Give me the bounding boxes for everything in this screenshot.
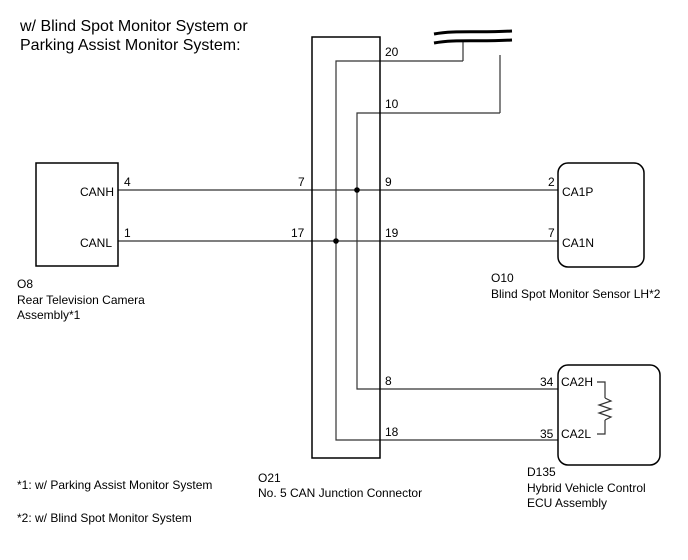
d135-name-line2: ECU Assembly <box>527 496 607 510</box>
junction-dot-canl <box>333 238 339 244</box>
d135-component-box <box>557 364 661 466</box>
o21-pin-9: 9 <box>385 175 392 189</box>
d135-pin-ca2l-label: CA2L <box>561 427 591 441</box>
o8-code: O8 <box>17 277 33 291</box>
o21-connector-box <box>311 36 381 459</box>
o8-name-line2: Assembly*1 <box>17 308 81 322</box>
d135-name-line1: Hybrid Vehicle Control <box>527 481 646 495</box>
junction-dot-canh <box>354 187 360 193</box>
wires <box>118 42 558 441</box>
diagram-title-line2: Parking Assist Monitor System: <box>20 37 241 54</box>
o10-code: O10 <box>491 271 514 285</box>
o21-pin-20: 20 <box>385 45 399 59</box>
footnote-2: *2: w/ Blind Spot Monitor System <box>17 511 192 525</box>
o8-component-box <box>35 162 119 267</box>
o10-pin-7-number: 7 <box>548 226 555 240</box>
footnote-1: *1: w/ Parking Assist Monitor System <box>17 478 212 492</box>
wire-continuation-symbol <box>433 29 513 45</box>
o21-pin-8: 8 <box>385 374 392 388</box>
o21-pin-19: 19 <box>385 226 399 240</box>
d135-pin-ca2h-label: CA2H <box>561 375 593 389</box>
o21-pin-10: 10 <box>385 97 399 111</box>
o21-pin-18: 18 <box>385 425 399 439</box>
o8-pin-4-number: 4 <box>124 175 131 189</box>
d135-termination-resistor-icon <box>597 381 613 435</box>
wire-bus-low <box>335 60 558 441</box>
o21-name: No. 5 CAN Junction Connector <box>258 486 422 500</box>
o10-name: Blind Spot Monitor Sensor LH*2 <box>491 287 661 301</box>
wire-bus-high <box>356 112 558 390</box>
o21-code: O21 <box>258 471 281 485</box>
o10-component-box <box>557 162 645 268</box>
o8-name-line1: Rear Television Camera <box>17 293 145 307</box>
d135-code: D135 <box>527 465 556 479</box>
o10-pin-ca1p-label: CA1P <box>562 185 593 199</box>
o8-pin-canh-label: CANH <box>80 185 114 199</box>
o8-pin-canl-label: CANL <box>80 236 112 250</box>
o21-pin-7: 7 <box>298 175 305 189</box>
d135-pin-35-number: 35 <box>540 427 554 441</box>
o21-pin-17: 17 <box>291 226 305 240</box>
o10-pin-ca1n-label: CA1N <box>562 236 594 250</box>
o10-pin-2-number: 2 <box>548 175 555 189</box>
diagram-title-line1: w/ Blind Spot Monitor System or <box>19 18 248 35</box>
o8-pin-1-number: 1 <box>124 226 131 240</box>
d135-pin-34-number: 34 <box>540 375 554 389</box>
